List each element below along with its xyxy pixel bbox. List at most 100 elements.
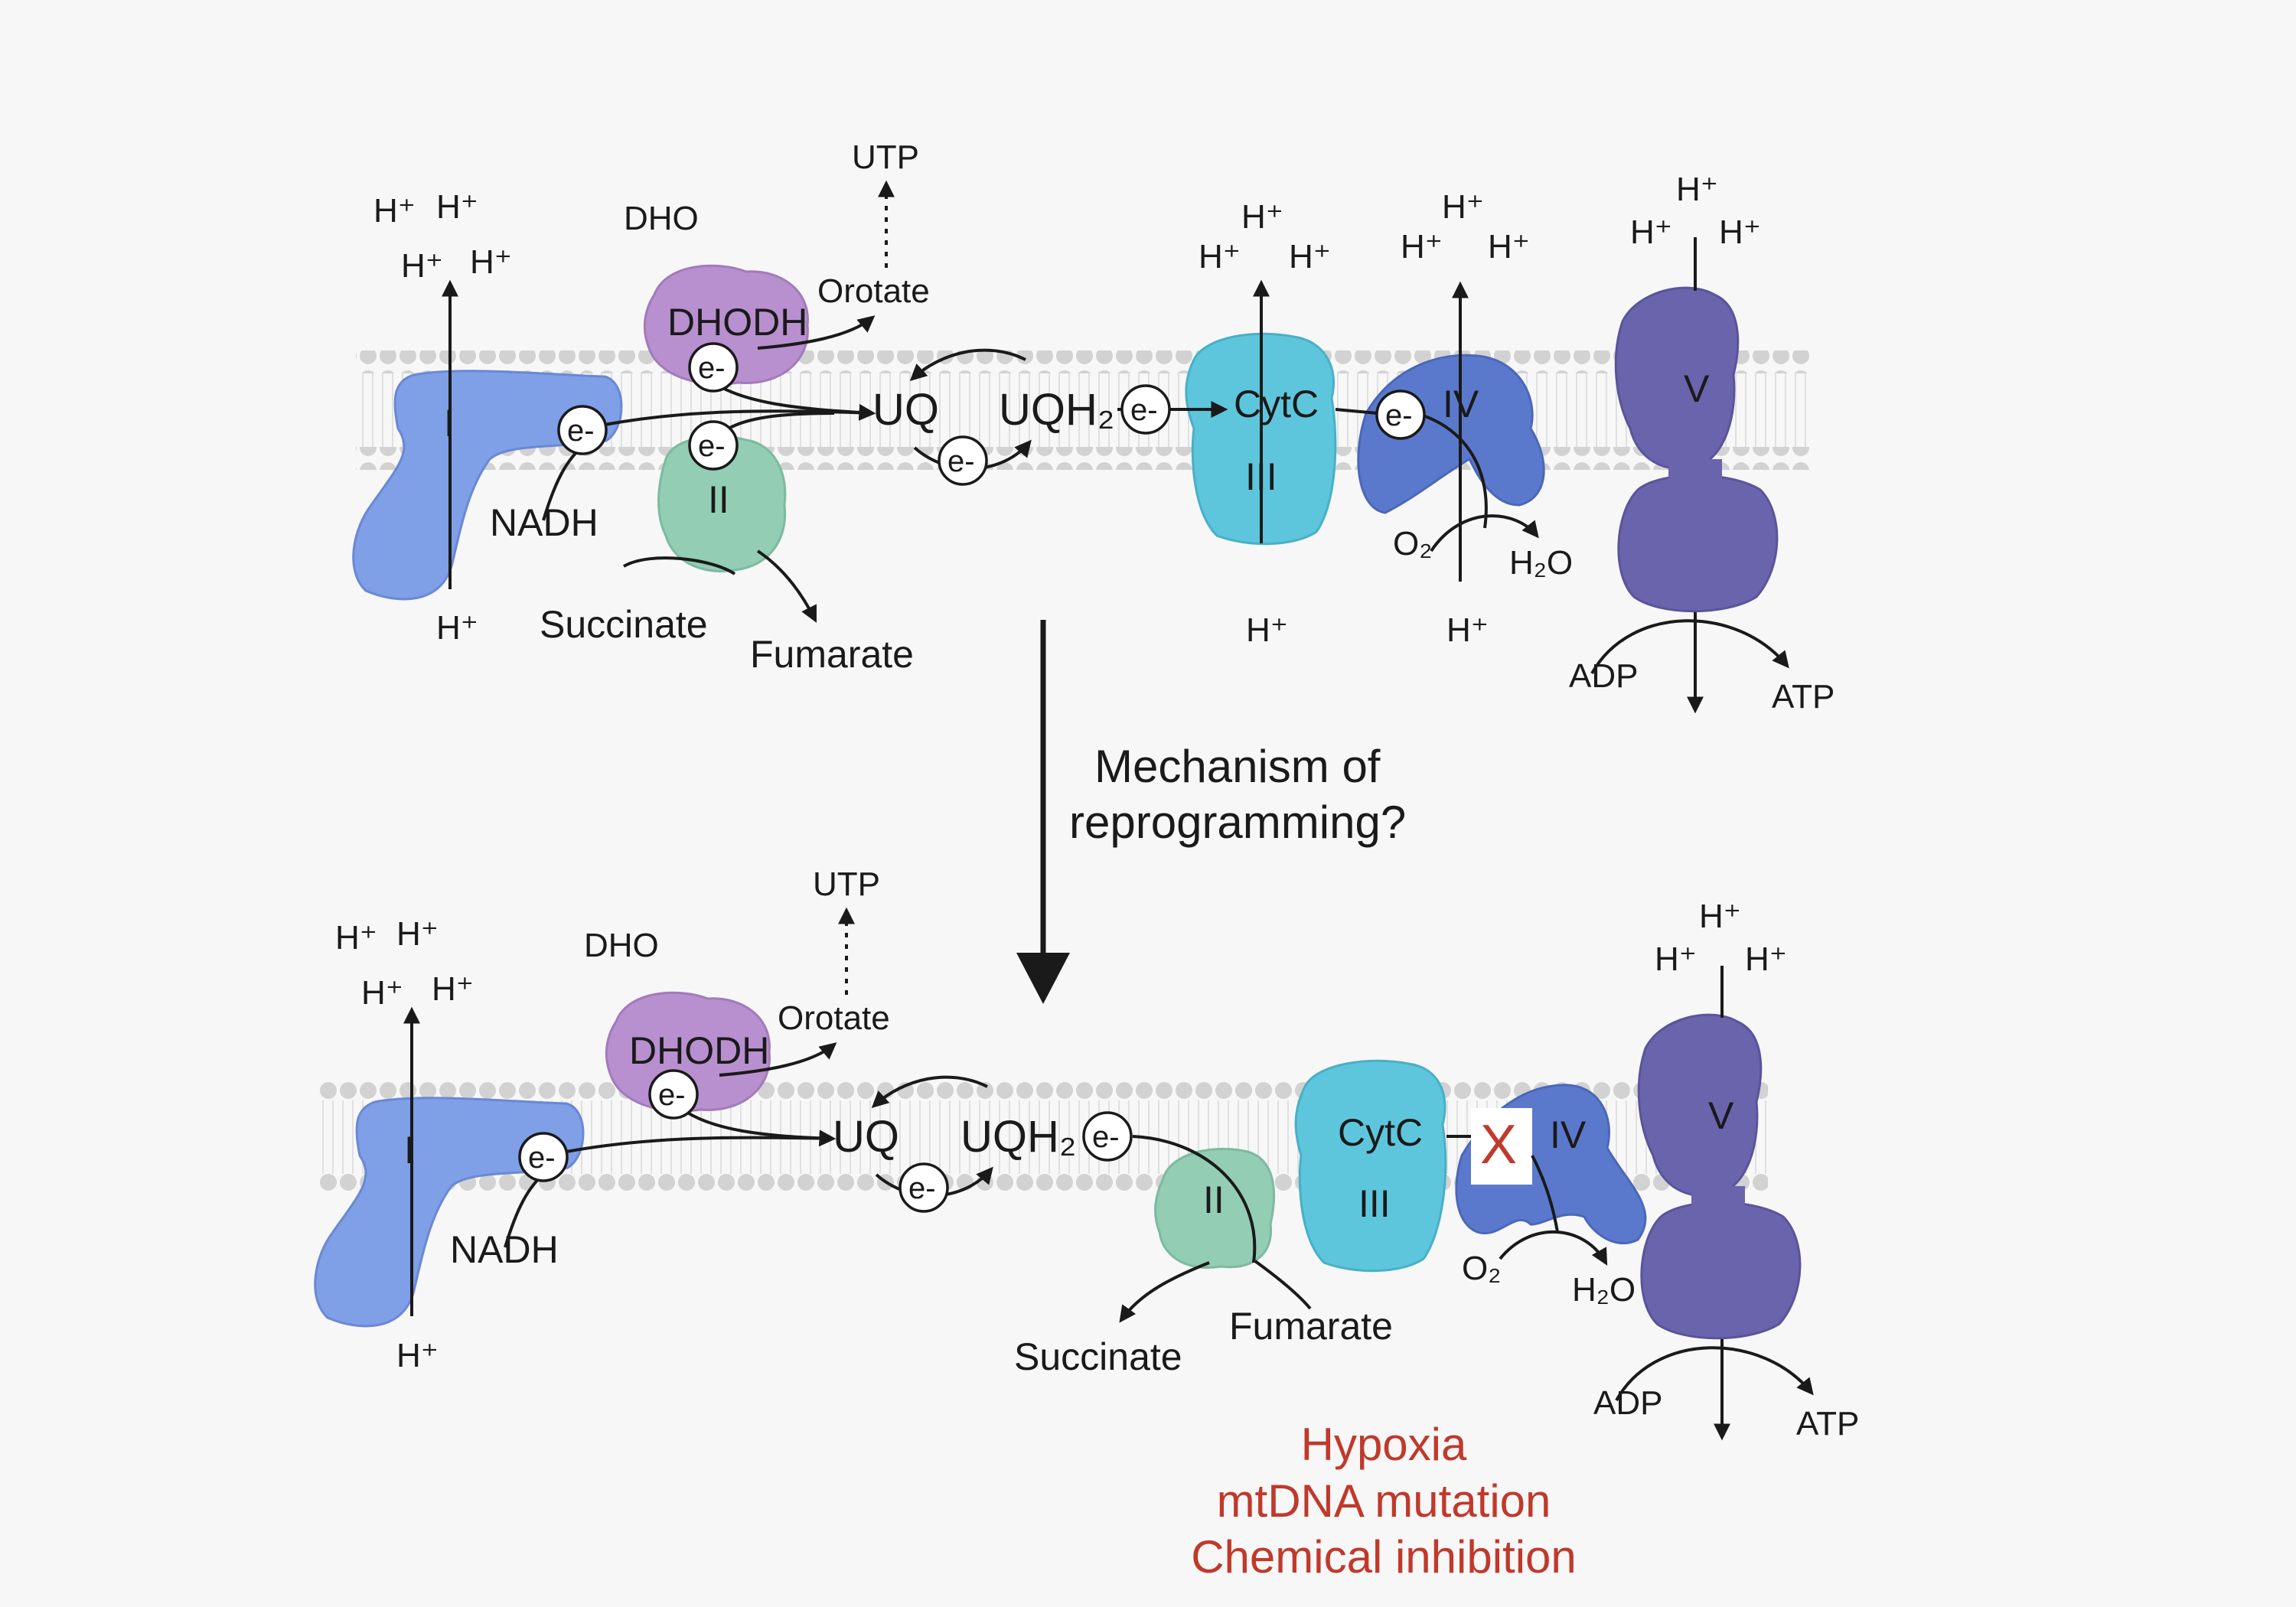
electron-uq-top: e- (938, 435, 988, 486)
iv-electron-path-bottom (1531, 1155, 1559, 1233)
cause-mtdna-mutation: mtDNA mutation (1217, 1475, 1551, 1527)
cause-chemical-inhibition: Chemical inhibition (1191, 1531, 1577, 1583)
complex-iii-label-b: III (1358, 1182, 1391, 1225)
h-plus-v-3-bottom: H⁺ (1745, 940, 1787, 978)
dhodh-label: DHODH (667, 301, 807, 344)
uq-label-bottom: UQ (833, 1112, 899, 1162)
reverse-electron-path-bottom (1132, 1135, 1257, 1263)
adp-label-bottom: ADP (1593, 1384, 1662, 1422)
bottom-panel: I DHODH II CytC III IV X (314, 865, 1859, 1583)
h-plus-i-matrix-bottom: H⁺ (396, 1337, 439, 1374)
fumarate-label-top: Fumarate (750, 633, 914, 676)
block-box (1471, 1108, 1532, 1185)
fumarate-label-bottom: Fumarate (1229, 1305, 1393, 1348)
succinate-label-bottom: Succinate (1014, 1335, 1182, 1378)
h-plus-v-3-top: H⁺ (1719, 214, 1761, 251)
svg-text:e-: e- (908, 1172, 936, 1205)
o2-h2o-arrow-bottom (1499, 1231, 1608, 1266)
electron-uqh2-bottom: e- (1082, 1111, 1133, 1162)
svg-text:e-: e- (947, 445, 975, 478)
h-plus-v-1-top: H⁺ (1676, 171, 1718, 208)
electron-iv-top: e- (1375, 390, 1426, 440)
adp-label-top: ADP (1569, 657, 1638, 695)
dhodh-top: DHODH (643, 264, 809, 386)
complex-v-top: V (1614, 286, 1779, 613)
reprogramming-arrow-head (1016, 953, 1070, 1004)
question-line-1: Mechanism of (1094, 741, 1381, 792)
h-plus-i-3-top: H⁺ (401, 247, 443, 285)
h2o-label-top: H₂O (1509, 544, 1573, 582)
h-plus-iii-2-top: H⁺ (1199, 238, 1241, 275)
h-plus-i-3-bottom: H⁺ (361, 974, 403, 1012)
svg-text:e-: e- (567, 414, 595, 448)
h-plus-i-2-bottom: H⁺ (396, 915, 439, 953)
cytc-bottom-label: CytC (1338, 1111, 1423, 1154)
nadh-label-bottom: NADH (450, 1228, 559, 1271)
nadh-label-top: NADH (490, 501, 598, 544)
complex-v-label: V (1684, 367, 1710, 410)
cytc-iv-line-top (1335, 408, 1378, 415)
h-plus-iv-2-top: H⁺ (1401, 228, 1443, 266)
atp-label-top: ATP (1772, 678, 1835, 715)
adp-atp-arrow-bottom (1615, 1346, 1814, 1401)
h-plus-v-1-bottom: H⁺ (1699, 898, 1741, 935)
h-plus-i-4-top: H⁺ (470, 243, 512, 281)
svg-text:e-: e- (1130, 393, 1158, 427)
electron-dhodh-top: e- (688, 342, 739, 393)
utp-label-top: UTP (852, 139, 919, 176)
svg-text:e-: e- (658, 1078, 686, 1112)
dhodh-orotate-arrow-top (757, 315, 876, 350)
o2-label-bottom: O₂ (1462, 1250, 1501, 1287)
h-plus-iii-matrix-top: H⁺ (1246, 611, 1288, 649)
uqh2-label-bottom: UQH₂ (960, 1112, 1076, 1162)
h-plus-iv-matrix-top: H⁺ (1446, 611, 1489, 649)
o2-h2o-arrow-top (1430, 514, 1539, 553)
succinate-label-top: Succinate (540, 603, 708, 646)
complex-iv-label-b: IV (1550, 1113, 1587, 1156)
h-plus-i-2-top: H⁺ (436, 188, 478, 226)
complex-v-bottom: V (1637, 1013, 1802, 1340)
uqh2-label-top: UQH₂ (999, 385, 1114, 435)
electron-uq-bottom: e- (899, 1162, 949, 1213)
cause-hypoxia: Hypoxia (1301, 1419, 1467, 1470)
h-plus-iii-1-top: H⁺ (1241, 198, 1283, 236)
svg-text:e-: e- (528, 1141, 556, 1175)
block-x-mark: X (1480, 1114, 1517, 1175)
svg-text:e-: e- (698, 429, 726, 463)
utp-label-bottom: UTP (813, 865, 880, 903)
dho-label-top: DHO (624, 200, 699, 237)
h-plus-i-matrix-top: H⁺ (436, 609, 478, 647)
h-plus-i-4-bottom: H⁺ (432, 970, 474, 1008)
dho-label-bottom: DHO (584, 927, 659, 964)
top-panel: I II DHODH CytC III IV V (352, 139, 1835, 1004)
dhodh-bottom: DHODH (605, 991, 771, 1113)
atp-label-bottom: ATP (1796, 1405, 1859, 1442)
orotate-label-top: Orotate (817, 272, 930, 310)
fumarate-line-bottom (1254, 1260, 1312, 1310)
dhodh-label-b: DHODH (629, 1029, 769, 1072)
fumarate-arrow-top (756, 549, 817, 623)
uqh2-uq-arrow-top (909, 348, 1026, 381)
adp-atp-arrow-top (1590, 619, 1789, 674)
electron-ci-bottom: e- (518, 1132, 569, 1182)
h2o-label-bottom: H₂O (1572, 1271, 1636, 1309)
question-line-2: reprogramming? (1069, 797, 1406, 848)
h-plus-v-2-bottom: H⁺ (1655, 940, 1697, 978)
h-plus-iv-1-top: H⁺ (1442, 188, 1484, 226)
electron-dhodh-bottom: e- (648, 1069, 699, 1120)
dhodh-orotate-arrow-bottom (719, 1042, 837, 1077)
complex-ii-label-b: II (1203, 1178, 1225, 1221)
svg-text:e-: e- (1385, 399, 1413, 432)
svg-text:e-: e- (698, 351, 726, 385)
iv-electron-path-top (1415, 412, 1488, 529)
complex-v-label-b: V (1708, 1094, 1734, 1137)
orotate-label-bottom: Orotate (778, 999, 890, 1037)
complex-iii-bottom: CytC III (1294, 1059, 1447, 1273)
complex-ii-label: II (708, 478, 729, 521)
h-plus-i-1-bottom: H⁺ (335, 919, 377, 957)
ci-uq-path-bottom (566, 1136, 833, 1153)
electron-ci-top: e- (557, 405, 608, 455)
cytc-top-label: CytC (1234, 383, 1319, 425)
fumarate-succinate-arrow (1119, 1261, 1210, 1323)
